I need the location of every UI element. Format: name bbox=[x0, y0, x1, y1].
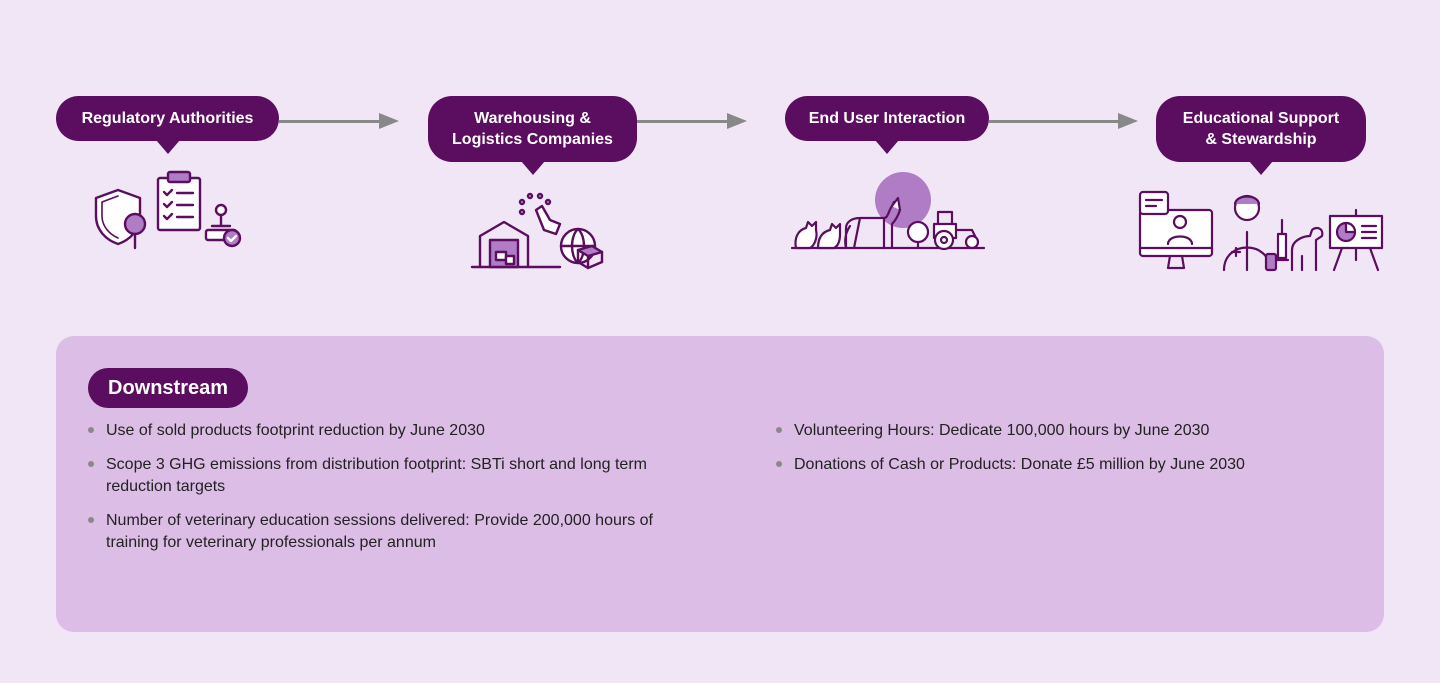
stage-label-line: Logistics Companies bbox=[452, 131, 613, 148]
stage-educational-support: Educational Support & Stewardship bbox=[1156, 96, 1366, 162]
stage-end-user-interaction: End User Interaction bbox=[785, 96, 989, 141]
regulatory-shield-checklist-stamp-icon bbox=[94, 170, 242, 250]
stage-label-line: Warehousing & bbox=[474, 110, 591, 127]
stage-label-line: & Stewardship bbox=[1205, 131, 1317, 148]
downstream-title: Downstream bbox=[88, 368, 249, 408]
stage-regulatory-authorities: Regulatory Authorities bbox=[56, 96, 279, 141]
flow-arrow-1 bbox=[279, 111, 399, 131]
animals-tractor-icon bbox=[790, 172, 986, 251]
stage-warehousing-logistics: Warehousing & Logistics Companies bbox=[428, 96, 637, 162]
list-item: Number of veterinary education sessions … bbox=[88, 510, 688, 554]
stage-label-line: Regulatory Authorities bbox=[81, 110, 254, 127]
list-item: Donations of Cash or Products: Donate £5… bbox=[776, 454, 1356, 476]
list-item: Scope 3 GHG emissions from distribution … bbox=[88, 454, 688, 498]
stage-label-line: Educational Support bbox=[1182, 110, 1340, 127]
veterinarian-training-icon bbox=[1138, 190, 1384, 272]
flow-arrow-3 bbox=[989, 111, 1138, 131]
stage-label-line: End User Interaction bbox=[808, 110, 966, 127]
list-item: Use of sold products footprint reduction… bbox=[88, 420, 688, 442]
flow-arrow-2 bbox=[637, 111, 747, 131]
downstream-right-list: Volunteering Hours: Dedicate 100,000 hou… bbox=[776, 420, 1356, 488]
downstream-panel bbox=[56, 336, 1384, 632]
warehouse-globe-parcel-icon bbox=[470, 192, 604, 270]
downstream-left-list: Use of sold products footprint reduction… bbox=[88, 420, 688, 566]
list-item: Volunteering Hours: Dedicate 100,000 hou… bbox=[776, 420, 1356, 442]
